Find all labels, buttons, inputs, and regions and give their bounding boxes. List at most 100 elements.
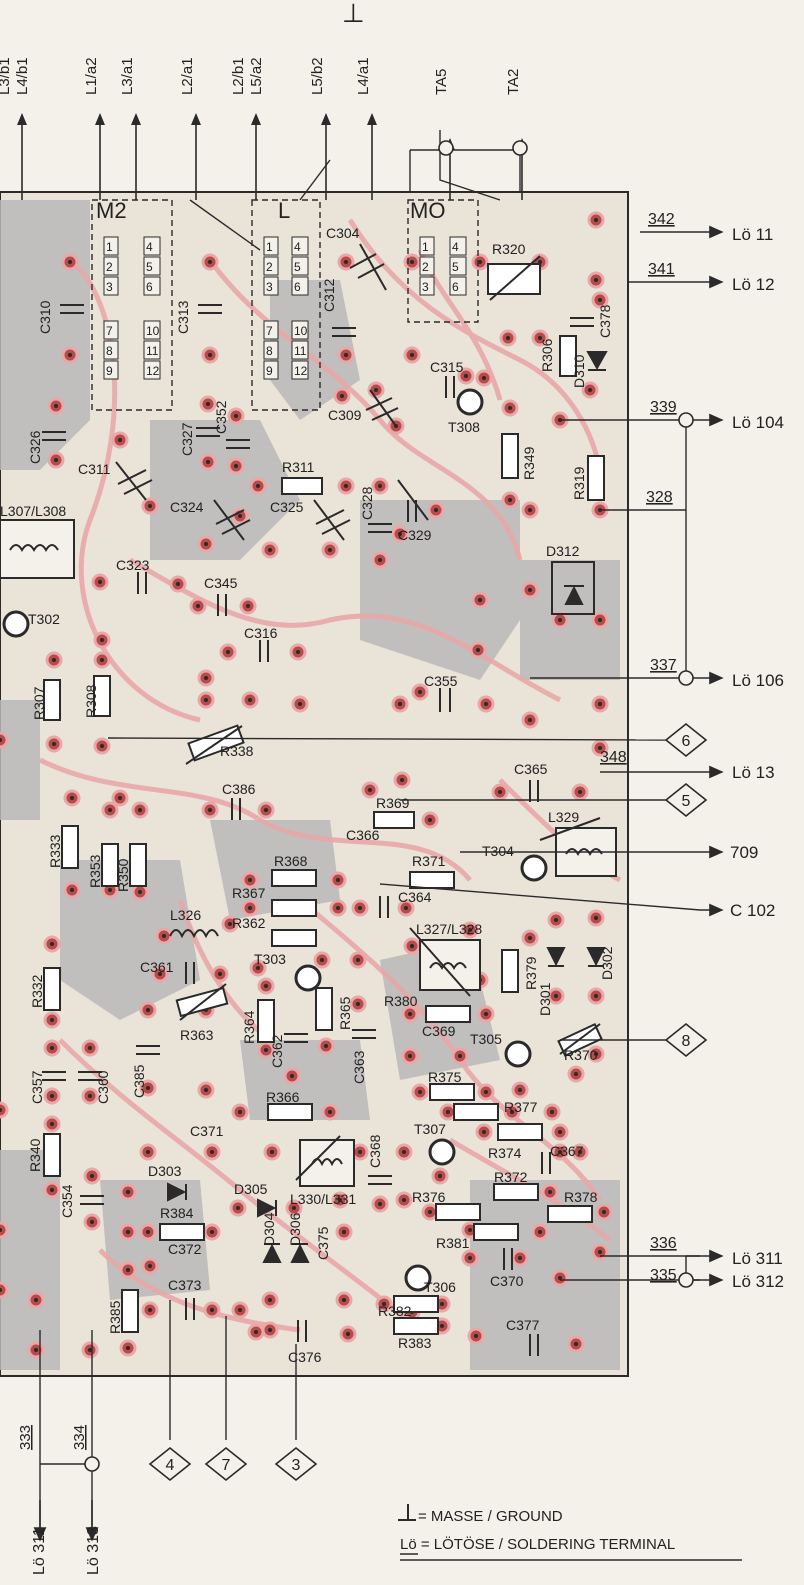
transistor-symbols	[2, 388, 548, 1292]
component-label: C327	[179, 422, 195, 456]
pad-hole	[236, 1206, 240, 1210]
diode-d302	[586, 947, 606, 967]
pad-hole	[68, 260, 72, 264]
capacitor-symbol-c315	[445, 376, 455, 398]
capacitor-symbol-c345	[217, 594, 227, 616]
component-label: C313	[175, 300, 191, 334]
component-symbols	[42, 304, 594, 1356]
pad-hole	[126, 1230, 130, 1234]
right-terminal: C 102	[730, 901, 775, 920]
pad-hole	[238, 1110, 242, 1114]
switch-pin: 9	[106, 364, 113, 378]
diamond-marker: 5	[664, 782, 708, 818]
terminal-label: Lö 311	[732, 1249, 783, 1268]
pad-hole	[146, 1230, 150, 1234]
capacitor-symbol-c327	[196, 427, 220, 437]
component-label: R320	[492, 241, 526, 257]
pad-hole	[398, 702, 402, 706]
pad-hole	[598, 1250, 602, 1254]
resistor-r383	[393, 1317, 439, 1335]
pad-hole	[550, 1110, 554, 1114]
component-label: C365	[514, 761, 548, 777]
component-label: C362	[269, 1034, 285, 1068]
diamond-label: 7	[222, 1457, 231, 1474]
component-label: R380	[384, 993, 418, 1009]
switch-pin: 4	[452, 240, 459, 254]
pad-hole	[400, 778, 404, 782]
pad-hole	[328, 548, 332, 552]
pad-hole	[598, 618, 602, 622]
pad-hole	[138, 890, 142, 894]
pad-hole	[196, 604, 200, 608]
transistor-t307	[428, 1138, 456, 1166]
switch-pin: 6	[294, 280, 301, 294]
pad-hole	[206, 460, 210, 464]
pad-hole	[248, 698, 252, 702]
component-label: R383	[398, 1335, 432, 1351]
resistor-r375	[429, 1083, 475, 1101]
component-label: C316	[244, 625, 278, 641]
diamond-label: 3	[292, 1457, 301, 1474]
pad-hole	[208, 260, 212, 264]
pad-hole	[88, 1046, 92, 1050]
diode-d304	[262, 1243, 282, 1263]
top-connector: L4/a1	[355, 57, 377, 200]
pad-hole	[482, 376, 486, 380]
pad-hole	[218, 972, 222, 976]
pad-hole	[518, 1088, 522, 1092]
capacitor-symbol-c310	[60, 304, 84, 314]
switch-pin: 1	[266, 240, 273, 254]
resistor-r340	[43, 1133, 61, 1177]
switch-pin: 3	[106, 280, 113, 294]
terminal-label: Lö 106	[732, 671, 784, 690]
component-label: C315	[430, 359, 464, 375]
component-label: R367	[232, 885, 266, 901]
pad-hole	[468, 928, 472, 932]
top-connector: L1/a2	[83, 57, 105, 200]
diamond-label: 6	[682, 733, 691, 750]
pad-hole	[336, 906, 340, 910]
resistor-r374	[497, 1123, 543, 1141]
pad-hole	[118, 438, 122, 442]
component-label: C376	[288, 1349, 322, 1365]
pad-hole	[54, 458, 58, 462]
component-label: D310	[571, 354, 587, 388]
component-label: R306	[539, 338, 555, 372]
resistor-r385	[121, 1289, 139, 1333]
component-label: C378	[597, 304, 613, 338]
pad-hole	[204, 1088, 208, 1092]
trimmer-r320	[487, 255, 541, 301]
pad-hole	[464, 374, 468, 378]
switch-pin: 6	[452, 280, 459, 294]
capacitor-symbol-c370	[503, 1248, 513, 1270]
switch-pin: 2	[266, 260, 273, 274]
pad-hole	[264, 808, 268, 812]
pad-hole	[90, 1220, 94, 1224]
pad-hole	[88, 1348, 92, 1352]
resistor-r349	[501, 433, 519, 479]
pad-hole	[368, 788, 372, 792]
terminal-number: 333	[17, 1425, 34, 1450]
solder-pad	[0, 1101, 9, 1119]
pad-hole	[204, 542, 208, 546]
resistor-r380	[425, 1005, 471, 1023]
resistor-r368	[271, 869, 317, 887]
pad-hole	[356, 1002, 360, 1006]
trimmer-r363	[175, 983, 229, 1021]
resistor-r350	[129, 843, 147, 887]
coil-l327-l328	[409, 927, 481, 997]
capacitor-symbol-c364	[379, 896, 389, 918]
trimmer-c304	[349, 243, 387, 291]
pad-hole	[434, 508, 438, 512]
diode-d301	[546, 947, 566, 967]
component-label: R365	[337, 996, 353, 1030]
diode-d305	[257, 1198, 277, 1218]
